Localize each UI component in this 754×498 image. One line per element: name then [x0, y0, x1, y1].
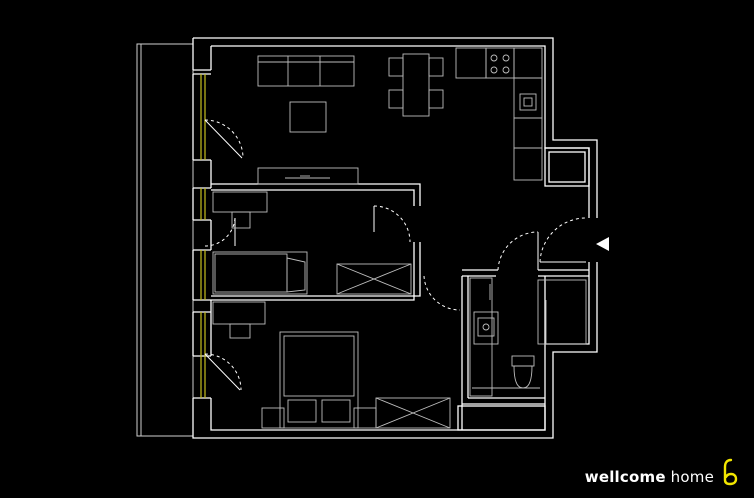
sofa [257, 55, 355, 87]
dining-set [388, 53, 444, 117]
windows [200, 74, 206, 398]
furniture [212, 47, 587, 429]
bathroom-fixtures [469, 277, 587, 397]
triangle-arrow-icon [596, 237, 609, 251]
interior-walls [211, 183, 589, 431]
brand-name-bold: wellcome [584, 468, 666, 486]
brand-logo: wellcome home [585, 458, 740, 486]
brand-name-light: home [670, 468, 714, 486]
exterior-walls [192, 37, 598, 439]
bedroom-1-furniture [212, 191, 412, 295]
hook-logo-icon [723, 458, 738, 486]
coffee-table [289, 101, 327, 133]
doors [204, 119, 587, 391]
tv-cabinet [257, 167, 359, 185]
kitchen-counter [455, 47, 543, 181]
brand-name: wellcome home [585, 468, 714, 486]
balcony [136, 43, 194, 437]
bedroom-2-furniture [212, 301, 451, 429]
